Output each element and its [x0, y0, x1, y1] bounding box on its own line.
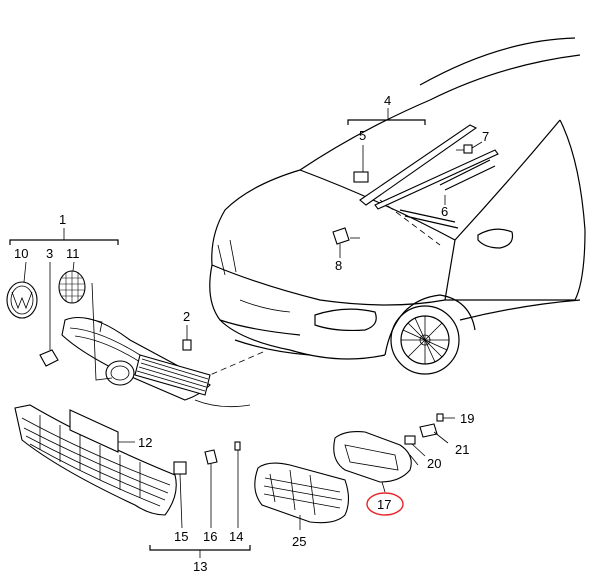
callout-6: 6	[441, 204, 448, 219]
roof-rail-assembly	[332, 108, 499, 258]
callout-15: 15	[174, 529, 188, 544]
callout-1: 1	[59, 212, 66, 227]
callout-17: 17	[377, 497, 391, 512]
lower-grille	[14, 404, 251, 558]
callout-25: 25	[292, 534, 306, 549]
callout-12: 12	[138, 435, 152, 450]
callout-21: 21	[455, 442, 469, 457]
callout-2: 2	[183, 309, 190, 324]
callout-4: 4	[384, 93, 391, 108]
callout-19: 19	[460, 411, 474, 426]
grille-assembly	[6, 228, 251, 408]
callout-11: 11	[66, 246, 80, 261]
callout-3: 3	[46, 246, 53, 261]
highlight-circle	[366, 492, 404, 516]
callout-20: 20	[427, 456, 441, 471]
fog-bracket	[333, 413, 455, 493]
callout-10: 10	[14, 246, 28, 261]
car-outline	[209, 37, 586, 376]
side-grille	[254, 462, 350, 530]
callout-16: 16	[203, 529, 217, 544]
callout-5: 5	[359, 128, 366, 143]
callout-14: 14	[229, 529, 243, 544]
callout-13: 13	[193, 559, 207, 574]
callout-8: 8	[335, 258, 342, 273]
callout-labels: 1 2 3 4 5 6 7 8 10 11 12 13 14 15 16 17 …	[14, 93, 489, 574]
callout-7: 7	[482, 129, 489, 144]
